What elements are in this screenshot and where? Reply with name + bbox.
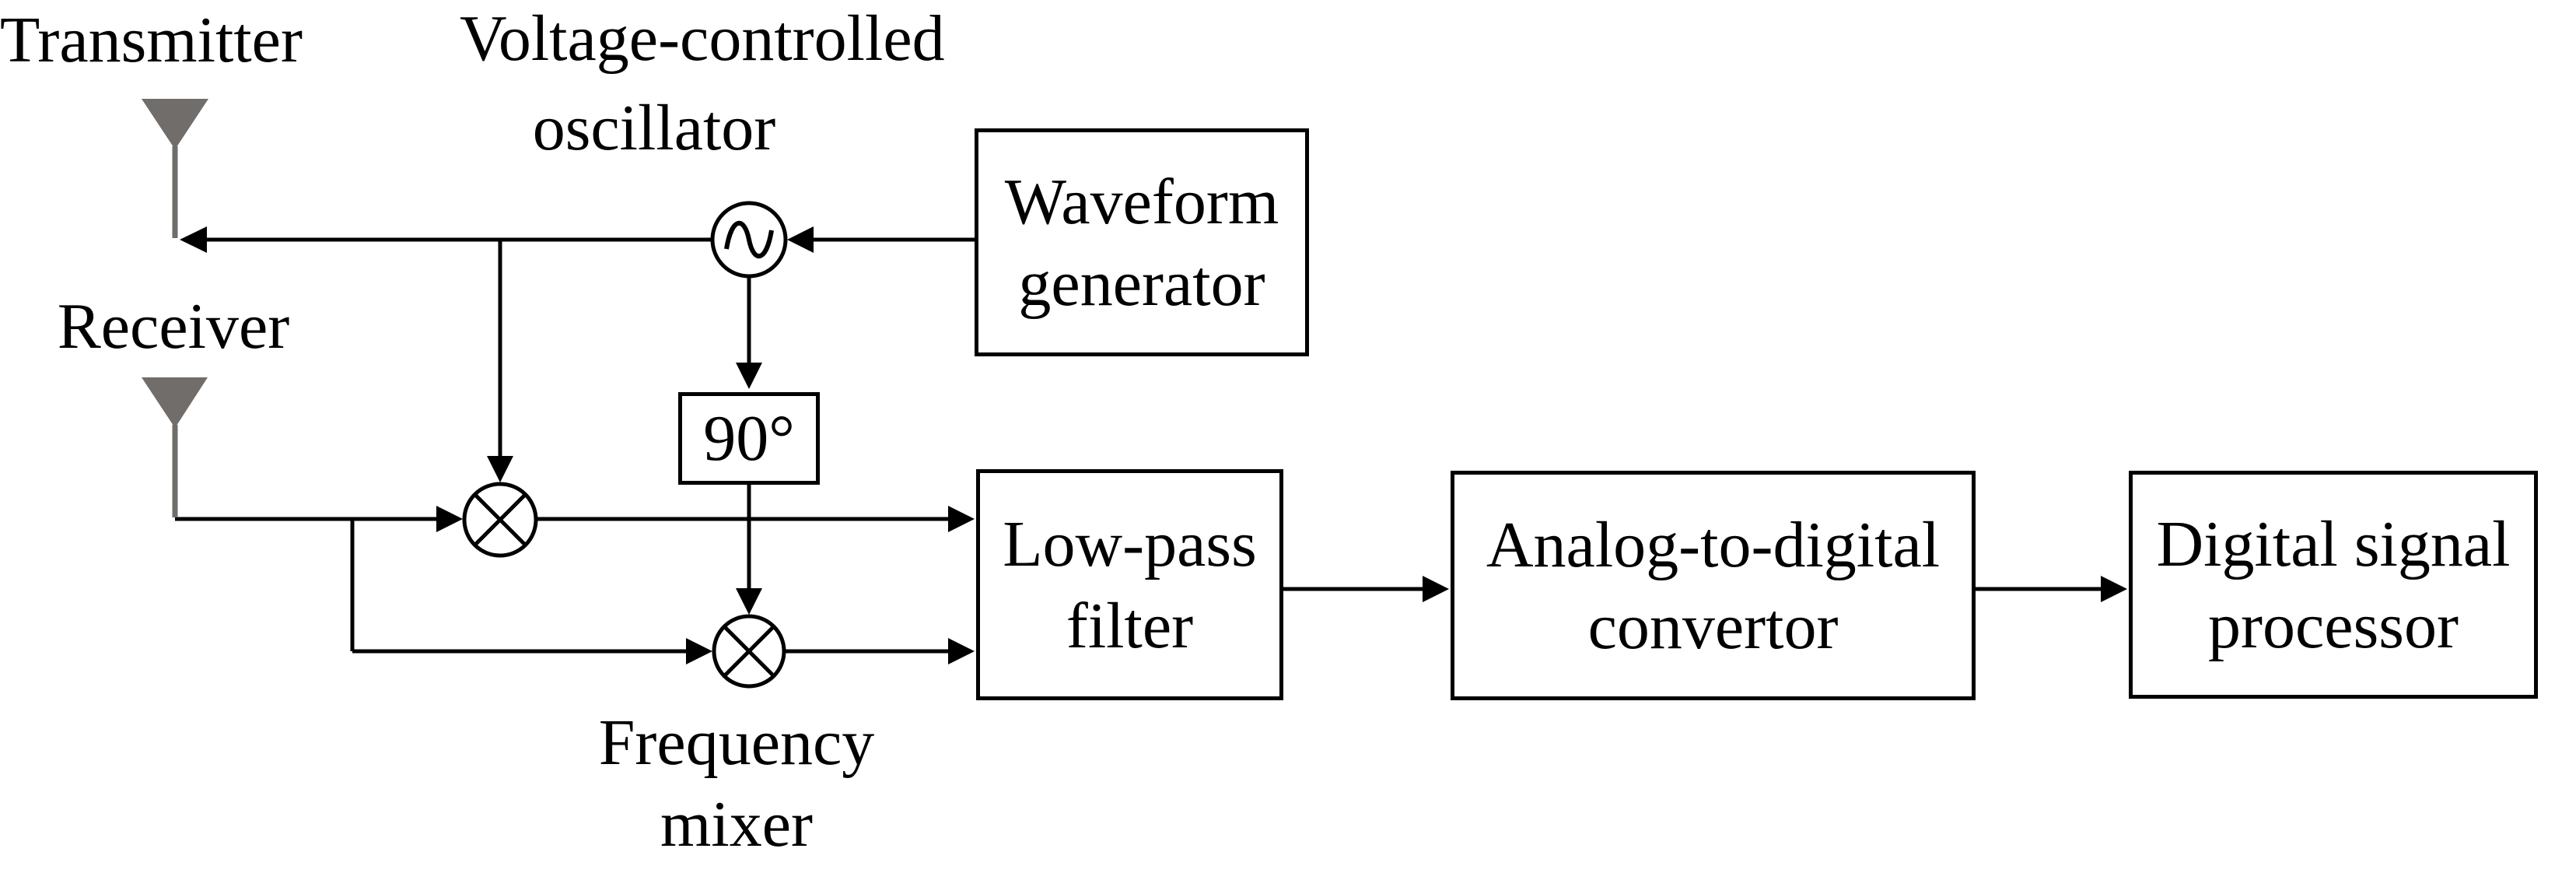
- analog-to-digital-line2: convertor: [1587, 590, 1839, 663]
- waveform-generator-box: Waveform generator: [975, 128, 1309, 356]
- arrowhead-into-phase-shift: [736, 363, 762, 389]
- mixer-cross-icon: [474, 493, 527, 546]
- frequency-mixer-label-line1: Frequency: [598, 706, 875, 779]
- low-pass-filter-line2: filter: [1066, 589, 1194, 662]
- arrowhead-into-tx-antenna: [180, 226, 207, 253]
- arrowhead-into-adc: [1423, 576, 1449, 602]
- receiver-label-text: Receiver: [57, 290, 290, 363]
- phase-shift-90-box: 90°: [678, 392, 820, 485]
- frequency-mixer-label: Frequency mixer: [542, 702, 931, 865]
- arrowhead-into-mixer1-top: [487, 456, 513, 482]
- mixer2-symbol: [712, 614, 786, 689]
- vco-label-line1: Voltage-controlled: [460, 2, 945, 75]
- phase-shift-90-label: 90°: [703, 402, 795, 475]
- arrowhead-into-lpf-lower: [948, 638, 975, 664]
- mixer1-symbol: [462, 482, 538, 558]
- frequency-mixer-label-line2: mixer: [660, 788, 813, 861]
- receive-antenna-icon: [142, 377, 208, 517]
- wire-group: [175, 237, 2105, 654]
- arrowhead-into-mixer2-left: [686, 638, 712, 664]
- arrowhead-into-lpf-upper: [948, 506, 975, 532]
- low-pass-filter-line1: Low-pass: [1003, 507, 1257, 580]
- vco-label-line2: oscillator: [532, 92, 776, 164]
- sine-wave-icon: [724, 221, 774, 258]
- waveform-generator-line2: generator: [1018, 247, 1265, 320]
- receiver-label: Receiver: [18, 282, 329, 371]
- low-pass-filter-box: Low-pass filter: [976, 469, 1283, 700]
- mixer-cross-icon: [723, 625, 775, 678]
- digital-signal-processor-box: Digital signal processor: [2129, 471, 2538, 699]
- arrowhead-into-vco: [787, 226, 814, 253]
- analog-to-digital-convertor-box: Analog-to-digital convertor: [1451, 471, 1976, 700]
- vco-label: Voltage-controlled oscillator: [460, 0, 945, 173]
- digital-signal-processor-line1: Digital signal: [2156, 507, 2511, 580]
- waveform-generator-line1: Waveform: [1004, 165, 1279, 238]
- arrowhead-into-mixer1-left: [436, 506, 463, 532]
- analog-to-digital-line1: Analog-to-digital: [1486, 508, 1941, 581]
- arrowhead-group: [180, 226, 2127, 664]
- digital-signal-processor-line2: processor: [2208, 589, 2459, 662]
- transmit-antenna-icon: [142, 99, 208, 238]
- transmitter-label-text: Transmitter: [0, 4, 303, 76]
- transmitter-label: Transmitter: [0, 0, 303, 85]
- arrowhead-into-dsp: [2101, 576, 2127, 602]
- arrowhead-into-mixer2-top: [736, 588, 762, 615]
- vco-symbol: [710, 201, 788, 279]
